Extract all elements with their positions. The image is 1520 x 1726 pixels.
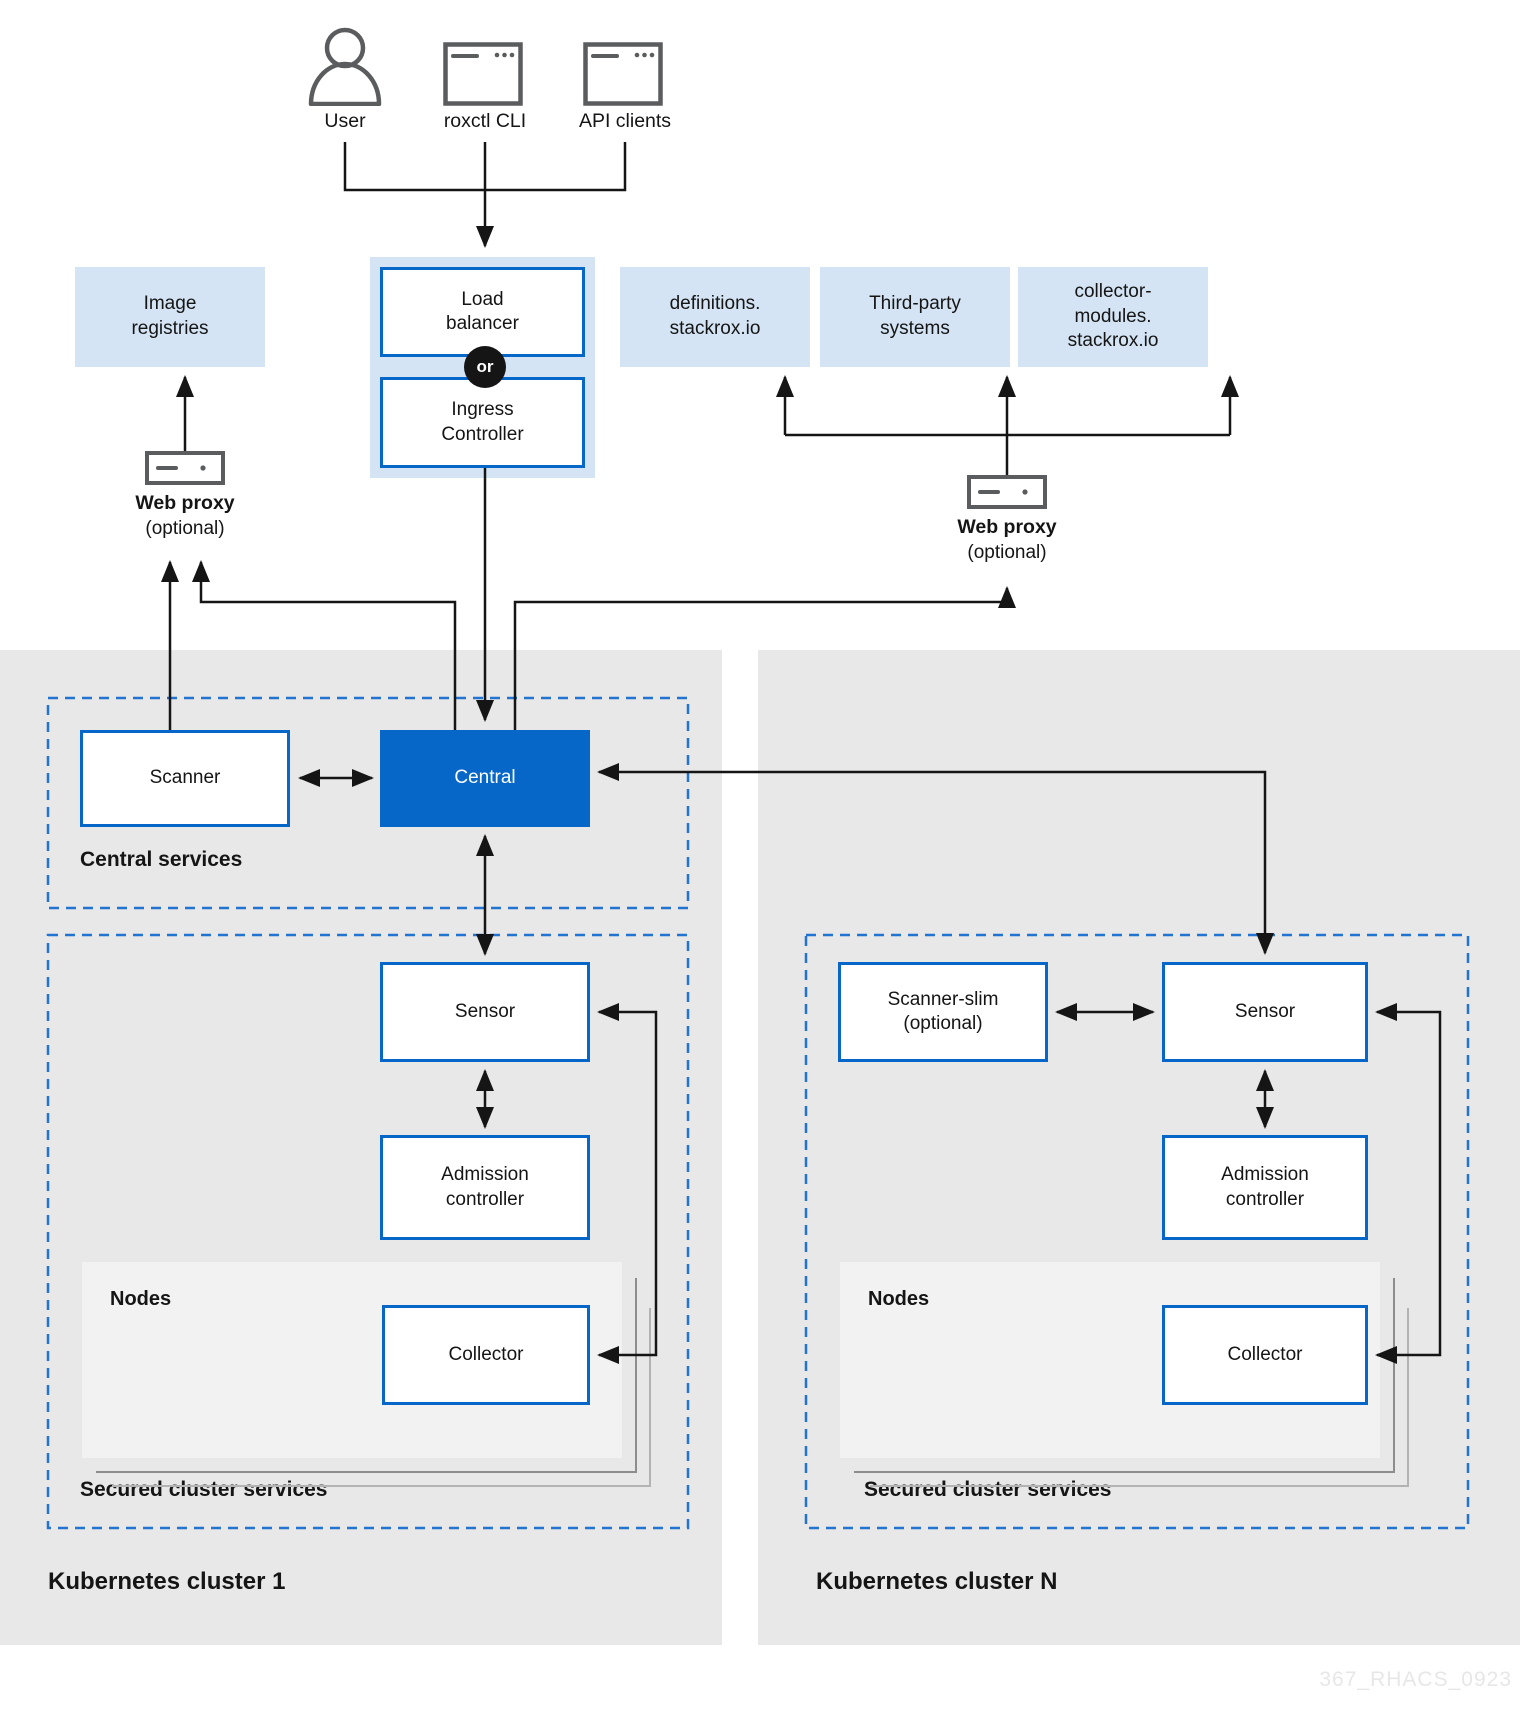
web-proxy-right-label: Web proxy (optional) [927, 514, 1087, 566]
user-label: User [324, 110, 366, 132]
cluster1-nodes-label: Nodes [110, 1288, 172, 1310]
central-box: Central [380, 730, 590, 827]
clusterN-scanner-slim-box: Scanner-slim (optional) [838, 962, 1048, 1062]
clusterN-nodes-label: Nodes [868, 1288, 930, 1310]
web-proxy-right-icon [967, 475, 1047, 514]
clusterN-sensor-box: Sensor [1162, 962, 1368, 1062]
roxctl-cli-label: roxctl CLI [443, 110, 527, 132]
web-proxy-left-label: Web proxy (optional) [105, 490, 265, 542]
web-proxy-right-title: Web proxy [957, 516, 1057, 538]
image-registries-box: Image registries [75, 267, 265, 367]
third-party-systems-box: Third-party systems [820, 267, 1010, 367]
watermark-text: 367_RHACS_0923 [1319, 1668, 1512, 1691]
clients-merge-connector [343, 142, 627, 192]
collector-modules-stackrox-io-box: collector- modules. stackrox.io [1018, 267, 1208, 367]
api-clients-label: API clients [578, 110, 672, 132]
web-proxy-right-subtitle: (optional) [967, 542, 1047, 564]
definitions-stackrox-io-box: definitions. stackrox.io [620, 267, 810, 367]
clusterN-title: Kubernetes cluster N [816, 1568, 1058, 1595]
or-badge: or [464, 346, 506, 388]
terminal-window-icon [443, 42, 523, 111]
web-proxy-left-title: Web proxy [135, 492, 235, 514]
scanner-box: Scanner [80, 730, 290, 827]
load-balancer-box: Load balancer [380, 267, 585, 357]
clusterN-admission-controller-box: Admission controller [1162, 1135, 1368, 1240]
cluster1-title: Kubernetes cluster 1 [48, 1568, 286, 1595]
central-services-label: Central services [80, 848, 243, 871]
cluster1-admission-controller-box: Admission controller [380, 1135, 590, 1240]
ingress-controller-box: Ingress Controller [380, 377, 585, 468]
clusterN-secured-services-label: Secured cluster services [864, 1478, 1112, 1501]
cluster1-secured-services-label: Secured cluster services [80, 1478, 328, 1501]
api-window-icon [583, 42, 663, 111]
cluster1-sensor-box: Sensor [380, 962, 590, 1062]
cluster1-collector-box: Collector [382, 1305, 590, 1405]
web-proxy-left-subtitle: (optional) [145, 518, 225, 540]
clusterN-collector-box: Collector [1162, 1305, 1368, 1405]
web-proxy-left-icon [145, 451, 225, 490]
user-icon [305, 26, 385, 111]
